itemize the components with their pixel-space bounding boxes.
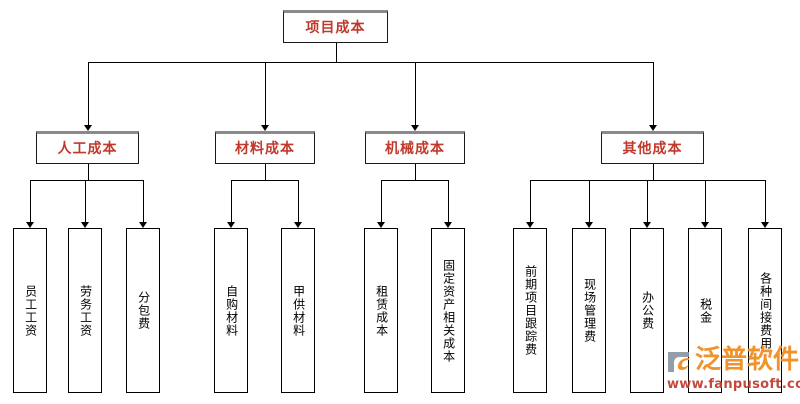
arrow-head-icon-self-purchased [227,222,235,228]
node-root-label: 项目成本 [305,19,366,36]
connector-drop-other [653,62,654,125]
leaf-pre-project-tracking-fee[interactable]: 前期项目跟踪费 [513,228,547,393]
node-machinery-cost-label: 机械成本 [385,140,445,157]
arrow-head-icon-fixed-asset-cost [444,222,452,228]
arrow-head-icon-owner-supplied [294,222,302,228]
connector-drop-lease-cost [381,180,382,222]
connector-stem-machinery [415,164,416,180]
connector-drop-fixed-asset-cost [448,180,449,222]
leaf-site-management-fee-label: 现场管理费 [582,278,597,343]
connector-drop-material [265,62,266,125]
arrow-head-icon-subcontract-fee [139,222,147,228]
connector-drop-indirect-expense [765,180,766,222]
leaf-owner-supplied-material[interactable]: 甲供材料 [281,228,315,393]
arrow-head-icon-labor-service-wage [81,222,89,228]
node-material-cost-label: 材料成本 [235,140,295,157]
arrow-head-icon-other [649,125,657,131]
leaf-subcontract-fee-label: 分包费 [136,291,151,330]
leaf-site-management-fee[interactable]: 现场管理费 [572,228,606,393]
leaf-self-purchased-material[interactable]: 自购材料 [214,228,248,393]
connector-drop-taxes [705,180,706,222]
node-root-project-cost[interactable]: 项目成本 [283,10,388,43]
leaf-lease-cost[interactable]: 租赁成本 [364,228,398,393]
connector-root-stem [336,43,337,62]
connector-stem-material [265,164,266,180]
connector-root-bus [88,62,653,63]
connector-drop-machinery [415,62,416,125]
arrow-head-icon-taxes [701,222,709,228]
node-material-cost[interactable]: 材料成本 [215,131,315,164]
arrow-head-icon-site-management [585,222,593,228]
arrow-head-icon-lease-cost [377,222,385,228]
leaf-subcontract-fee[interactable]: 分包费 [126,228,160,393]
leaf-owner-supplied-material-label: 甲供材料 [291,284,306,337]
arrow-head-icon-labor [84,125,92,131]
leaf-taxes[interactable]: 税金 [688,228,722,393]
leaf-indirect-expenses[interactable]: 各种间接费用 [748,228,782,393]
connector-bus-labor [30,180,143,181]
connector-drop-labor [88,62,89,125]
arrow-head-icon-employee-wage [26,222,34,228]
node-other-cost-label: 其他成本 [622,140,683,157]
leaf-taxes-label: 税金 [698,297,713,324]
connector-drop-site-management [589,180,590,222]
connector-drop-office-expense [647,180,648,222]
arrow-head-icon-machinery [411,125,419,131]
leaf-labor-service-wage[interactable]: 劳务工资 [68,228,102,393]
arrow-head-icon-office-expense [643,222,651,228]
connector-drop-employee-wage [30,180,31,222]
connector-drop-owner-supplied [298,180,299,222]
leaf-labor-service-wage-label: 劳务工资 [78,284,93,337]
connector-drop-labor-service-wage [85,180,86,222]
connector-stem-other [653,164,654,180]
leaf-office-expense[interactable]: 办公费 [630,228,664,393]
arrow-head-icon-pre-project-track [526,222,534,228]
connector-drop-subcontract-fee [143,180,144,222]
node-other-cost[interactable]: 其他成本 [601,131,704,164]
leaf-employee-wage[interactable]: 员工工资 [13,228,47,393]
leaf-pre-project-tracking-fee-label: 前期项目跟踪费 [523,265,538,356]
node-labor-cost[interactable]: 人工成本 [36,131,139,164]
node-machinery-cost[interactable]: 机械成本 [365,131,465,164]
arrow-head-icon-material [261,125,269,131]
connector-drop-self-purchased [231,180,232,222]
leaf-indirect-expenses-label: 各种间接费用 [758,271,773,350]
leaf-fixed-asset-related-cost-label: 固定资产相关成本 [441,258,456,363]
leaf-fixed-asset-related-cost[interactable]: 固定资产相关成本 [431,228,465,393]
connector-stem-labor [88,164,89,180]
connector-bus-machinery [381,180,448,181]
connector-bus-material [231,180,298,181]
leaf-self-purchased-material-label: 自购材料 [224,284,239,337]
leaf-office-expense-label: 办公费 [640,291,655,330]
connector-drop-pre-project-track [530,180,531,222]
node-labor-cost-label: 人工成本 [57,140,118,157]
leaf-lease-cost-label: 租赁成本 [374,284,389,337]
arrow-head-icon-indirect-expense [761,222,769,228]
leaf-employee-wage-label: 员工工资 [23,284,38,337]
